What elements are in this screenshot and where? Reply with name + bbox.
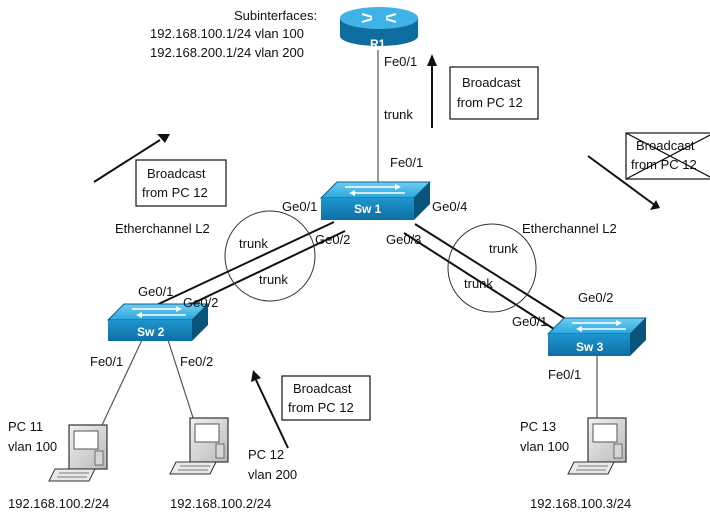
subinterface-vlan100: 192.168.100.1/24 vlan 100 [150,26,304,41]
pc11-name: PC 11 [8,419,43,434]
sw2-pc12-link [167,339,198,431]
pc13-vlan: vlan 100 [520,439,569,454]
router-r1[interactable]: R1 [340,7,418,51]
sw3-fe01-label: Fe0/1 [548,367,581,382]
sw1-ge03-label: Ge0/3 [386,232,421,247]
r1-sw1-trunk-label: trunk [384,107,413,122]
sw1-ge02-label: Ge0/2 [315,232,350,247]
sw1-ge04-label: Ge0/4 [432,199,467,214]
sw3-name: Sw 3 [576,340,604,354]
svg-text:Broadcast: Broadcast [293,381,352,396]
sw2-fe02-label: Fe0/2 [180,354,213,369]
cross-icon [625,132,710,180]
left-etherchannel-label: Etherchannel L2 [115,221,210,236]
switch-sw3[interactable]: Sw 3 [546,317,648,356]
svg-text:Broadcast: Broadcast [636,138,695,153]
arrow-icon [587,155,660,210]
right-trunk-label-b: trunk [464,276,493,291]
broadcast-box-right-blocked: Broadcast from PC 12 [625,132,710,180]
left-trunk-label-a: trunk [239,236,268,251]
sw2-ge01-label: Ge0/1 [138,284,173,299]
sw2-ge02-label: Ge0/2 [183,295,218,310]
right-etherchannel [403,223,581,339]
switch-icon [319,181,432,220]
arrow-icon [93,134,170,183]
svg-text:Broadcast: Broadcast [462,75,521,90]
left-trunk-label-b: trunk [259,272,288,287]
pc12-vlan: vlan 200 [248,467,297,482]
pc13-name: PC 13 [520,419,556,434]
pc13-ip: 192.168.100.3/24 [530,496,631,511]
switch-sw2[interactable]: Sw 2 [106,303,210,341]
pc-13[interactable]: PC 13 vlan 100 192.168.100.3/24 [520,417,631,511]
broadcast-box-bottom: Broadcast from PC 12 [281,375,371,421]
sw1-name: Sw 1 [354,202,382,216]
subinterfaces-note: Subinterfaces: 192.168.100.1/24 vlan 100… [150,8,317,60]
broadcast-box-left: Broadcast from PC 12 [135,159,227,207]
router-icon [340,7,418,46]
pc-icon [48,424,108,482]
switch-sw1[interactable]: Sw 1 [319,181,432,220]
pc11-vlan: vlan 100 [8,439,57,454]
pc12-name: PC 12 [248,447,284,462]
sw1-fe01-label: Fe0/1 [390,155,423,170]
arrow-icon [251,370,289,449]
right-trunk-label-a: trunk [489,241,518,256]
pc11-ip: 192.168.100.2/24 [8,496,109,511]
svg-text:from PC 12: from PC 12 [288,400,354,415]
subinterface-vlan200: 192.168.200.1/24 vlan 200 [150,45,304,60]
switch-icon [106,303,210,341]
right-etherchannel-circle [447,223,537,313]
sw2-fe01-label: Fe0/1 [90,354,123,369]
svg-text:Broadcast: Broadcast [147,166,206,181]
pc-12[interactable]: PC 12 vlan 200 192.168.100.2/24 [169,417,297,511]
sw2-name: Sw 2 [137,325,165,339]
svg-text:from PC 12: from PC 12 [457,95,523,110]
sw3-ge01-label: Ge0/1 [512,314,547,329]
pc-icon [567,417,627,475]
svg-text:from PC 12: from PC 12 [142,185,208,200]
pc12-ip: 192.168.100.2/24 [170,496,271,511]
subinterfaces-title: Subinterfaces: [234,8,317,23]
arrow-icon [427,54,437,128]
right-etherchannel-label: Etherchannel L2 [522,221,617,236]
sw1-ge01-label: Ge0/1 [282,199,317,214]
broadcast-box-top: Broadcast from PC 12 [449,66,539,120]
router-name: R1 [370,37,386,51]
switch-icon [546,317,648,356]
left-etherchannel-circle [224,210,316,302]
pc-11[interactable]: PC 11 vlan 100 192.168.100.2/24 [8,419,109,511]
sw3-ge02-label: Ge0/2 [578,290,613,305]
pc-icon [169,417,229,475]
sw2-pc11-link [94,339,143,441]
r1-port-label: Fe0/1 [384,54,417,69]
